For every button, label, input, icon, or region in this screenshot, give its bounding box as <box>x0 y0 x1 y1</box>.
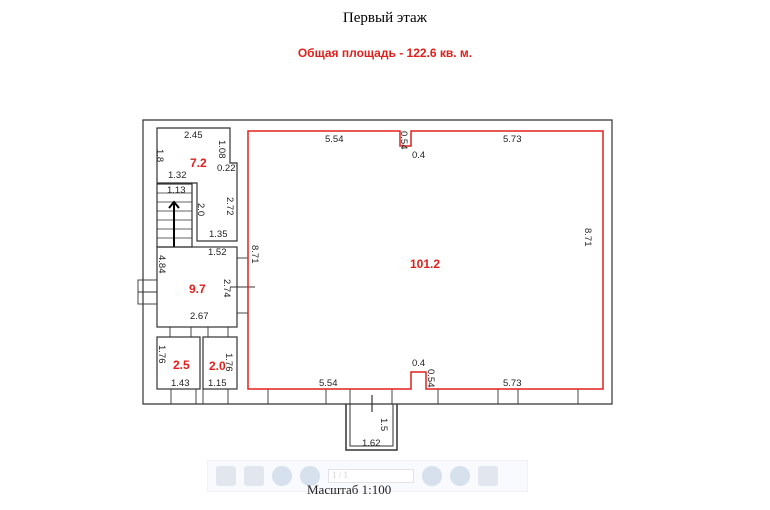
dimension-label: 1.15 <box>208 378 227 389</box>
dimension-label: 0.4 <box>412 358 425 369</box>
zoom-out-icon[interactable] <box>422 466 442 486</box>
dimension-label: 2.0 <box>195 203 206 216</box>
dimension-label: 1.8 <box>154 149 165 162</box>
dimension-label: 8.71 <box>582 228 593 247</box>
prev-page-icon[interactable] <box>272 466 292 486</box>
page-select[interactable]: 1 / 1 <box>328 469 414 483</box>
zoom-in-icon[interactable] <box>450 466 470 486</box>
dimension-label: 1.52 <box>208 247 227 258</box>
dimension-label: 1.76 <box>223 353 234 372</box>
dimension-label: 0.4 <box>412 150 425 161</box>
fit-screen-icon[interactable] <box>478 466 498 486</box>
porch <box>345 404 398 451</box>
dimension-label: 0.22 <box>217 163 236 174</box>
room-area-label: 7.2 <box>190 156 207 170</box>
dimension-label: 2.72 <box>224 197 235 216</box>
outer-wall <box>142 119 613 405</box>
dimension-label: 2.67 <box>190 311 209 322</box>
save-icon[interactable] <box>216 466 236 486</box>
dimension-labels: 2.45 1.08 1.8 1.32 0.22 1.13 2.0 2.72 1.… <box>154 130 593 449</box>
dimension-label: 5.73 <box>503 134 522 145</box>
dimension-label: 1.08 <box>216 140 227 159</box>
scale-label: Масштаб 1:100 <box>307 482 392 497</box>
dimension-label: 5.73 <box>503 378 522 389</box>
dimension-label: 1.76 <box>156 345 167 364</box>
dimension-label: 1.35 <box>209 229 228 240</box>
dimension-label: 0.54 <box>398 131 409 150</box>
total-area: Общая площадь - 122.6 кв. м. <box>297 46 473 60</box>
main-room-outline <box>247 130 604 390</box>
room-area-label: 9.7 <box>189 282 206 296</box>
page-title: Первый этаж <box>342 10 428 26</box>
room-area-label: 2.0 <box>209 359 226 373</box>
dimension-label: 1.5 <box>378 418 389 431</box>
dimension-label: 8.71 <box>249 245 260 264</box>
dimension-label: 4.84 <box>156 255 167 274</box>
room-7-2-outline <box>156 127 238 242</box>
print-icon[interactable] <box>244 466 264 486</box>
dimension-label: 5.54 <box>319 378 338 389</box>
dimension-label: 1.32 <box>168 170 187 181</box>
stairs-arrow <box>168 200 180 247</box>
dimension-label: 1.13 <box>167 185 186 196</box>
dimension-label: 1.43 <box>171 378 190 389</box>
room-area-label: 101.2 <box>410 257 440 271</box>
viewer-toolbar: 1 / 1 <box>207 460 528 492</box>
dimension-label: 2.74 <box>221 279 232 298</box>
dimension-label: 2.45 <box>184 130 203 141</box>
dimension-label: 5.54 <box>325 134 344 145</box>
room-area-label: 2.5 <box>173 358 190 372</box>
dimension-label: 1.62 <box>362 438 381 449</box>
next-page-icon[interactable] <box>300 466 320 486</box>
dimension-label: 0.54 <box>425 369 436 388</box>
